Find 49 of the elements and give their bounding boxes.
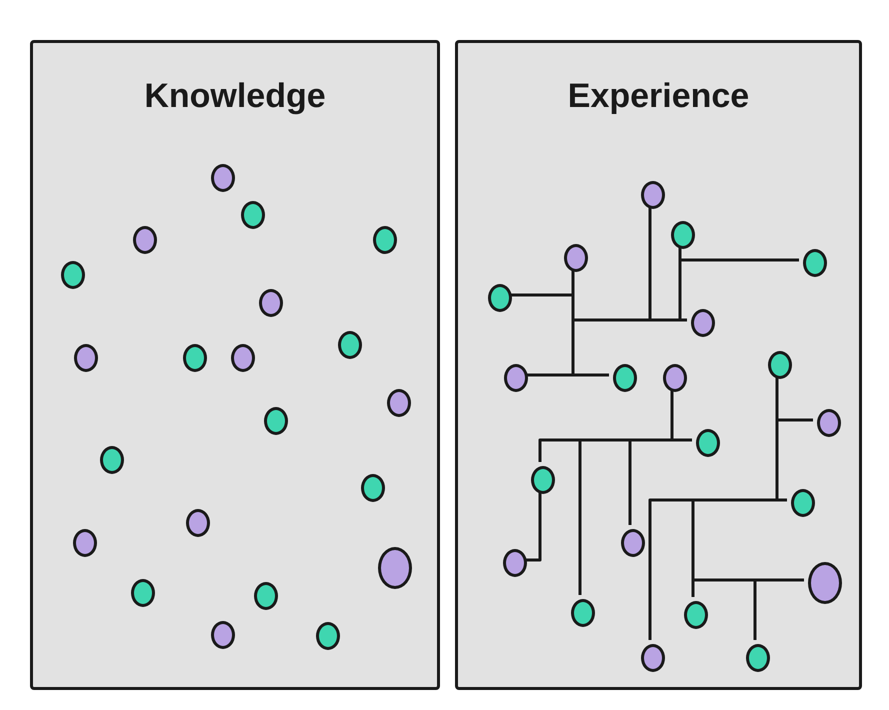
- dot: [259, 289, 283, 317]
- dot: [100, 446, 124, 474]
- dot: [211, 621, 235, 649]
- dot: [504, 364, 528, 392]
- dot: [361, 474, 385, 502]
- dot: [621, 529, 645, 557]
- dot: [61, 261, 85, 289]
- dot: [803, 249, 827, 277]
- dot: [641, 181, 665, 209]
- dot: [641, 644, 665, 672]
- dot: [73, 529, 97, 557]
- dot: [696, 429, 720, 457]
- dot: [613, 364, 637, 392]
- panel-title: Experience: [568, 76, 750, 117]
- dot: [387, 389, 411, 417]
- connector-line: [525, 492, 542, 562]
- dot: [183, 344, 207, 372]
- panel: [30, 40, 440, 690]
- dot: [808, 562, 842, 604]
- panel: [455, 40, 862, 690]
- dot: [241, 201, 265, 229]
- connector-line: [776, 377, 813, 422]
- dot: [564, 244, 588, 272]
- dot: [338, 331, 362, 359]
- dot: [254, 582, 278, 610]
- dot: [684, 601, 708, 629]
- dot: [186, 509, 210, 537]
- connector-line: [648, 498, 787, 640]
- dot: [663, 364, 687, 392]
- dot: [768, 351, 792, 379]
- dot: [691, 309, 715, 337]
- dot: [817, 409, 841, 437]
- dot: [531, 466, 555, 494]
- dot: [316, 622, 340, 650]
- dot: [671, 221, 695, 249]
- dot: [488, 284, 512, 312]
- dot: [746, 644, 770, 672]
- dot: [264, 407, 288, 435]
- dot: [231, 344, 255, 372]
- dot: [791, 489, 815, 517]
- dot: [571, 599, 595, 627]
- dot: [211, 164, 235, 192]
- dot: [378, 547, 412, 589]
- dot: [133, 226, 157, 254]
- dot: [74, 344, 98, 372]
- dot: [503, 549, 527, 577]
- panel-title: Knowledge: [144, 76, 326, 117]
- dot: [131, 579, 155, 607]
- dot: [373, 226, 397, 254]
